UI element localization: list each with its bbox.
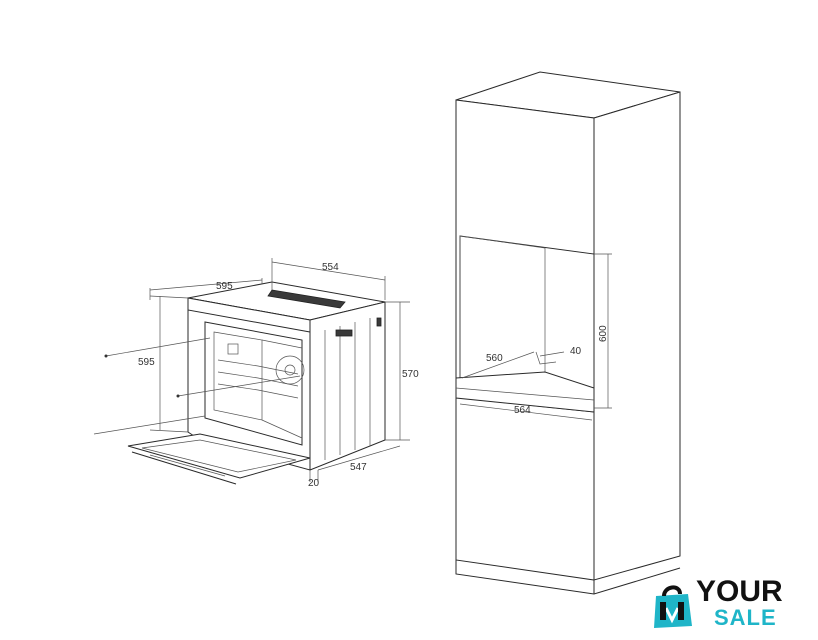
label-niche-height: 600 <box>598 325 609 342</box>
label-vent-gap: 40 <box>570 346 582 357</box>
cabinet-dimension-lines <box>459 253 612 421</box>
label-niche-depth: 560 <box>486 353 503 364</box>
label-top-width: 554 <box>322 262 339 273</box>
oven-drawing <box>127 281 386 485</box>
logo-word-sale: SALE <box>714 605 777 630</box>
yoursale-logo: YOUR SALE <box>648 576 808 632</box>
label-niche-width: 564 <box>514 405 531 416</box>
label-front-height: 595 <box>138 357 155 368</box>
shopping-bag-icon <box>654 585 692 628</box>
label-door-offset: 20 <box>308 478 320 489</box>
label-depth: 547 <box>350 462 367 473</box>
label-front-width: 595 <box>216 281 233 292</box>
logo-word-your: YOUR <box>696 575 783 608</box>
oven-dimension-lines <box>93 258 410 482</box>
cabinet-drawing <box>455 71 681 595</box>
label-body-height: 570 <box>402 369 419 380</box>
